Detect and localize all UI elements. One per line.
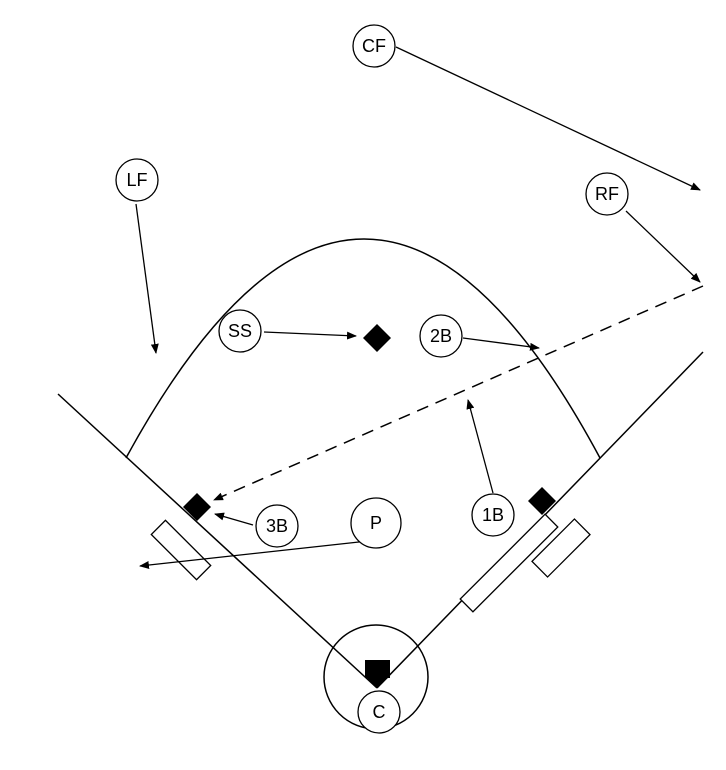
- p-arrow: [139, 540, 369, 569]
- player-label: 3B: [266, 516, 288, 536]
- first-base-dugout-box: [459, 513, 559, 613]
- player-ss: SS: [218, 309, 262, 353]
- rf-arrow: [625, 210, 701, 283]
- player-label: SS: [228, 321, 252, 341]
- 1b-arrow: [466, 399, 494, 494]
- third-base-coach-box: [150, 519, 212, 581]
- player-label: C: [373, 702, 386, 722]
- player-label: 1B: [482, 505, 504, 525]
- player-3b: 3B: [255, 504, 299, 548]
- lf-arrow: [135, 203, 159, 354]
- second-base: [363, 324, 391, 352]
- player-label: RF: [595, 184, 619, 204]
- home-plate: [365, 660, 390, 678]
- player-label: 2B: [430, 326, 452, 346]
- player-cf: CF: [352, 24, 396, 68]
- player-lf: LF: [115, 158, 159, 202]
- player-c: C: [357, 690, 401, 734]
- player-label: P: [370, 513, 382, 533]
- third-base-foul-line: [57, 393, 378, 689]
- infield-arc: [125, 238, 601, 459]
- third-base: [183, 493, 211, 521]
- 3b-arrow: [214, 512, 254, 526]
- player-rf: RF: [585, 172, 629, 216]
- home-plate-point: [365, 676, 390, 688]
- ss-arrow: [263, 331, 357, 340]
- throw-path-dashed: [213, 285, 704, 501]
- first-base-coach-box: [531, 518, 591, 578]
- 2b-arrow: [462, 337, 540, 351]
- player-2b: 2B: [419, 314, 463, 358]
- player-p: P: [350, 497, 402, 549]
- cf-arrow: [395, 46, 701, 191]
- first-base: [528, 487, 556, 515]
- player-label: LF: [126, 170, 147, 190]
- player-label: CF: [362, 36, 386, 56]
- player-1b: 1B: [471, 493, 515, 537]
